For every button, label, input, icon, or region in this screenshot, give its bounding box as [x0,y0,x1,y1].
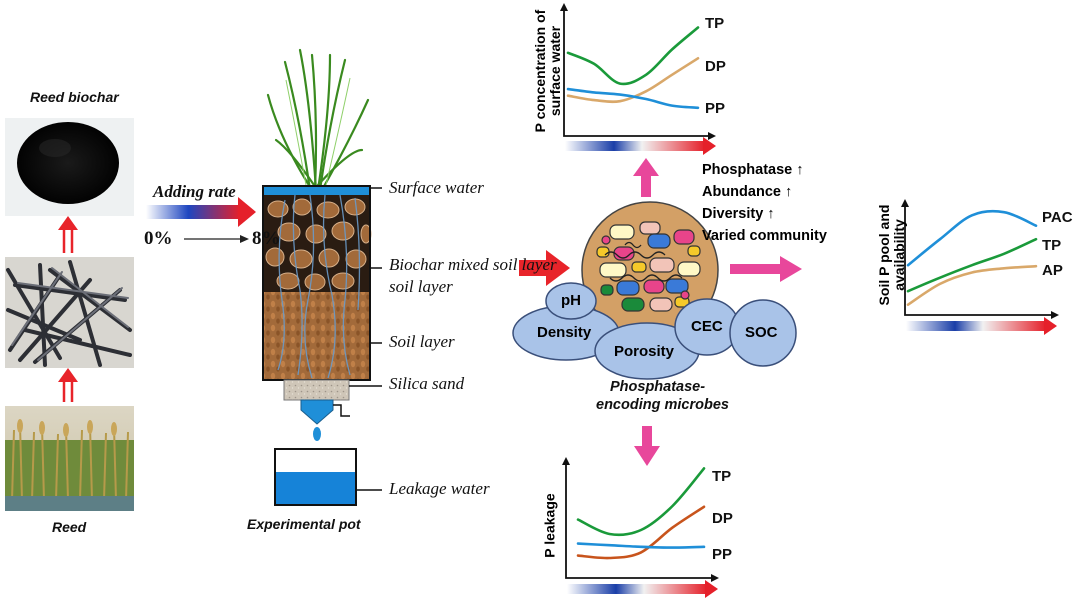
effect-phosphatase: Phosphatase ↑ [702,162,804,178]
availability-series-label-pac: PAC [1042,209,1073,226]
leakage-series-label-dp: DP [712,510,733,527]
microbes-caption-line2: encoding microbes [596,397,729,413]
pot-caption: Experimental pot [247,516,361,532]
pink-arrow-down [634,426,660,466]
microbe-cluster [581,201,719,339]
reed-label: Reed [52,519,87,535]
availability-series-pac [906,209,1038,267]
reed-field-photo [5,406,134,511]
leakage-chart-ylabel: P leakage [541,486,558,566]
adding-rate-label: Adding rate [153,182,236,201]
adding-rate-from: 0% [144,228,173,249]
layer-biochar-mixed: Biochar mixed soil layer [389,255,557,274]
surface-ylabel-line2: surface water [547,25,563,117]
leakage-series-label-pp: PP [712,546,733,563]
property-porosity: Porosity [614,343,675,360]
leakage-chart-axes [562,457,719,582]
leakage-series-pp [576,542,706,549]
availability-ylabel-line2: availability [891,219,907,291]
leakage-series-label-tp: TP [712,468,732,485]
availability-series-label-tp: TP [1042,237,1062,254]
surface-series-tp [566,26,700,86]
availability-series-ap [906,264,1038,306]
surface-chart-gradient [565,137,716,155]
adding-rate-to: 8% [252,228,281,249]
reed-plant [266,48,370,192]
adding-rate-thin-arrow [184,235,249,243]
process-arrow-up-2 [58,368,78,402]
surface-ylabel-line1: P concentration of [532,9,548,133]
property-density: Density [537,324,592,341]
reed-charcoal-photo [5,257,134,368]
surface-series-pp [566,87,700,110]
availability-ylabel-line1: Soil P pool and [876,204,892,306]
availability-chart-ylabel: Soil P pool and availability [876,185,907,325]
leakage-chart-gradient [567,580,718,598]
surface-series-label-pp: PP [705,100,726,117]
availability-chart-gradient [906,317,1057,335]
leakage-container [274,448,357,506]
adding-rate-arrow [146,197,256,227]
surface-series-label-tp: TP [705,15,725,32]
effect-community: Varied community [702,228,827,244]
pot-body [262,185,372,441]
biochar-photo [5,118,134,216]
surface-chart-ylabel: P concentration of surface water [532,1,563,141]
leakage-ylabel-line1: P leakage [541,493,558,558]
availability-series-label-ap: AP [1042,262,1063,279]
microbes-caption-line1: Phosphatase- [610,379,706,395]
surface-series-label-dp: DP [705,58,726,75]
leakage-series-dp [576,505,706,560]
process-arrow-up-1 [58,216,78,253]
reed-biochar-label: Reed biochar [30,89,119,105]
soil-property-ellipses [512,282,797,380]
pink-arrow-up [633,158,659,197]
availability-chart-axes [901,199,1059,319]
effect-diversity: Diversity ↑ [702,206,775,222]
availability-series-tp [906,237,1038,293]
layer-surface-water: Surface water [389,178,484,197]
pink-arrow-right [730,256,802,282]
layer-soil: Soil layer [389,332,455,351]
leakage-series-tp [576,467,706,537]
layer-leakage-water: Leakage water [389,479,490,498]
surface-chart-axes [560,3,716,140]
pot-label-leaders [349,187,382,491]
property-soc: SOC [745,324,778,341]
pot-to-microbes-arrow [519,250,570,286]
layer-biochar-mixed-line2: soil layer [389,277,453,296]
effect-abundance: Abundance ↑ [702,184,793,200]
property-cec: CEC [691,318,723,335]
layer-silica-sand: Silica sand [389,374,465,393]
chart-series-layer [566,26,1038,560]
property-ph: pH [561,292,581,309]
